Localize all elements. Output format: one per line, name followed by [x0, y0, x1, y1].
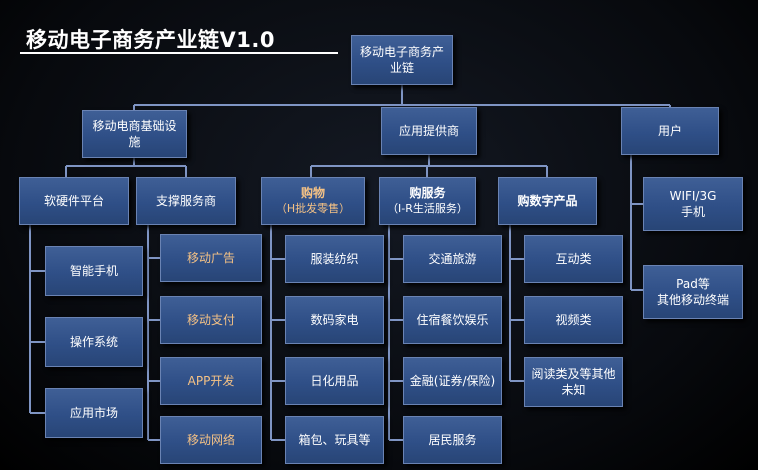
node-hw-platform: 软硬件平台: [19, 177, 129, 225]
node-support-service: 支撑服务商: [136, 177, 236, 225]
node-interactive-label: 互动类: [555, 252, 592, 266]
node-daily-goods: 日化用品: [285, 357, 384, 405]
node-digital-appliance-label: 数码家电: [310, 313, 359, 327]
node-video-label: 视频类: [555, 313, 592, 327]
node-user-label: 用户: [657, 124, 682, 138]
node-bags-toys: 箱包、玩具等: [285, 416, 384, 464]
node-finance: 金融(证券/保险): [403, 357, 502, 405]
node-root: 移动电子商务产 业链: [351, 35, 453, 85]
node-app-market: 应用市场: [45, 388, 143, 438]
node-reading-line1: 阅读类及等其他: [531, 367, 616, 381]
node-infra: 移动电商基础设 施: [82, 110, 187, 158]
node-finance-label: 金融(证券/保险): [409, 374, 496, 388]
node-mobile-ads: 移动广告: [160, 234, 262, 282]
node-app-provider: 应用提供商: [381, 107, 477, 155]
node-video: 视频类: [524, 296, 623, 344]
node-apparel-label: 服装纺织: [310, 252, 359, 266]
node-smartphone: 智能手机: [45, 246, 143, 296]
node-infra-line2: 施: [128, 135, 141, 149]
node-mobile-pay-label: 移动支付: [186, 313, 235, 327]
node-app-provider-label: 应用提供商: [398, 124, 459, 138]
title-underline: [20, 52, 338, 54]
node-apparel: 服装纺织: [285, 235, 384, 283]
node-os: 操作系统: [45, 317, 143, 367]
node-resident-label: 居民服务: [428, 433, 477, 447]
node-shopping-goods-line2: （H批发零售）: [275, 202, 351, 215]
node-os-label: 操作系统: [69, 335, 118, 349]
node-bags-toys-label: 箱包、玩具等: [298, 433, 371, 447]
node-shopping-digital: 购数字产品: [498, 177, 597, 225]
node-digital-appliance: 数码家电: [285, 296, 384, 344]
node-shopping-goods-line1: 购物: [300, 186, 325, 200]
node-mobile-net: 移动网络: [160, 416, 262, 464]
node-travel: 交通旅游: [403, 235, 502, 283]
node-app-dev: APP开发: [160, 357, 262, 405]
node-shopping-goods: 购物 （H批发零售）: [261, 177, 365, 225]
node-wifi-phone: WIFI/3G 手机: [643, 177, 743, 231]
node-pad-line2: 其他移动终端: [656, 293, 729, 307]
node-mobile-ads-label: 移动广告: [186, 251, 235, 265]
node-smartphone-label: 智能手机: [69, 264, 118, 278]
node-root-line2: 业链: [389, 61, 414, 75]
node-resident: 居民服务: [403, 416, 502, 464]
node-wifi-phone-line2: 手机: [680, 205, 705, 219]
node-wifi-phone-line1: WIFI/3G: [669, 189, 717, 203]
diagram-title: 移动电子商务产业链V1.0: [26, 28, 275, 52]
node-shopping-services-line2: （I-R生活服务）: [387, 202, 468, 215]
node-pad: Pad等 其他移动终端: [643, 265, 743, 319]
node-mobile-pay: 移动支付: [160, 296, 262, 344]
node-mobile-net-label: 移动网络: [186, 433, 235, 447]
node-reading: 阅读类及等其他 未知: [524, 357, 623, 407]
node-reading-line2: 未知: [561, 383, 586, 397]
node-travel-label: 交通旅游: [428, 252, 477, 266]
node-app-dev-label: APP开发: [187, 374, 235, 388]
node-lodging: 住宿餐饮娱乐: [403, 296, 502, 344]
node-shopping-services-line1: 购服务: [409, 186, 446, 200]
node-shopping-services: 购服务 （I-R生活服务）: [379, 177, 476, 225]
node-user: 用户: [621, 107, 719, 155]
node-daily-goods-label: 日化用品: [310, 374, 359, 388]
node-root-line1: 移动电子商务产: [359, 45, 444, 59]
node-shopping-digital-label: 购数字产品: [517, 194, 578, 208]
node-support-service-label: 支撑服务商: [155, 194, 216, 208]
node-hw-platform-label: 软硬件平台: [43, 194, 104, 208]
node-lodging-label: 住宿餐饮娱乐: [416, 313, 489, 327]
node-app-market-label: 应用市场: [69, 406, 118, 420]
node-pad-line1: Pad等: [676, 277, 710, 291]
node-interactive: 互动类: [524, 235, 623, 283]
node-infra-line1: 移动电商基础设: [92, 119, 177, 133]
